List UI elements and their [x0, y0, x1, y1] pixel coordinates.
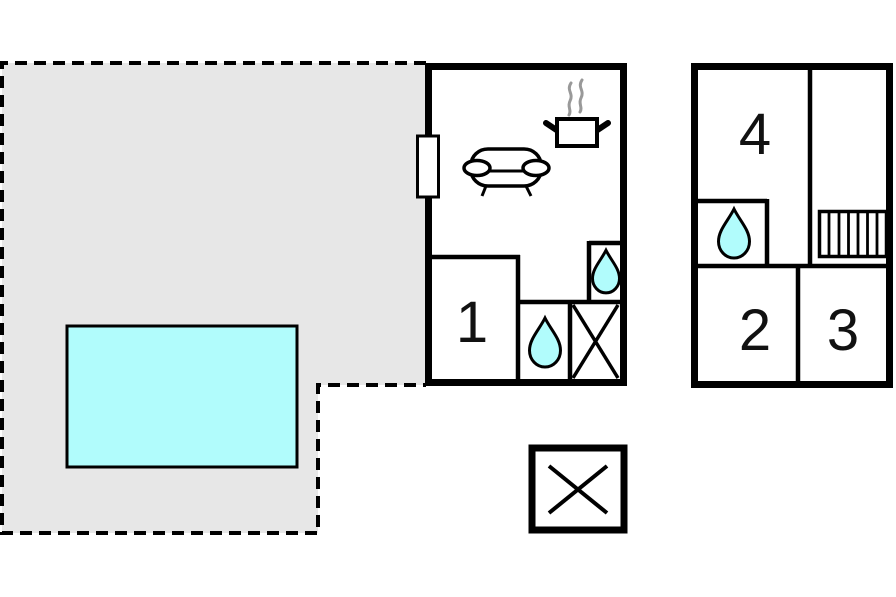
terrace-dashed-border	[0, 61, 426, 535]
room-1-label: 1	[455, 290, 489, 355]
cross-marker-icon	[547, 464, 609, 515]
steam-icon	[567, 78, 584, 117]
second-building-partitions	[695, 67, 889, 383]
room-4-label: 4	[738, 102, 772, 167]
terrace-area	[0, 61, 426, 535]
cross-marker-icon	[571, 304, 620, 379]
cooking-pot-icon	[543, 78, 611, 148]
room-2-label: 2	[738, 298, 772, 363]
stairs-icon	[817, 209, 889, 259]
door-icon	[416, 134, 440, 199]
sofa-icon	[462, 147, 551, 197]
room-3-label: 3	[826, 298, 860, 363]
main-building-partitions	[428, 240, 624, 382]
annex	[528, 444, 628, 534]
swimming-pool	[65, 324, 299, 469]
main-building	[416, 63, 627, 386]
